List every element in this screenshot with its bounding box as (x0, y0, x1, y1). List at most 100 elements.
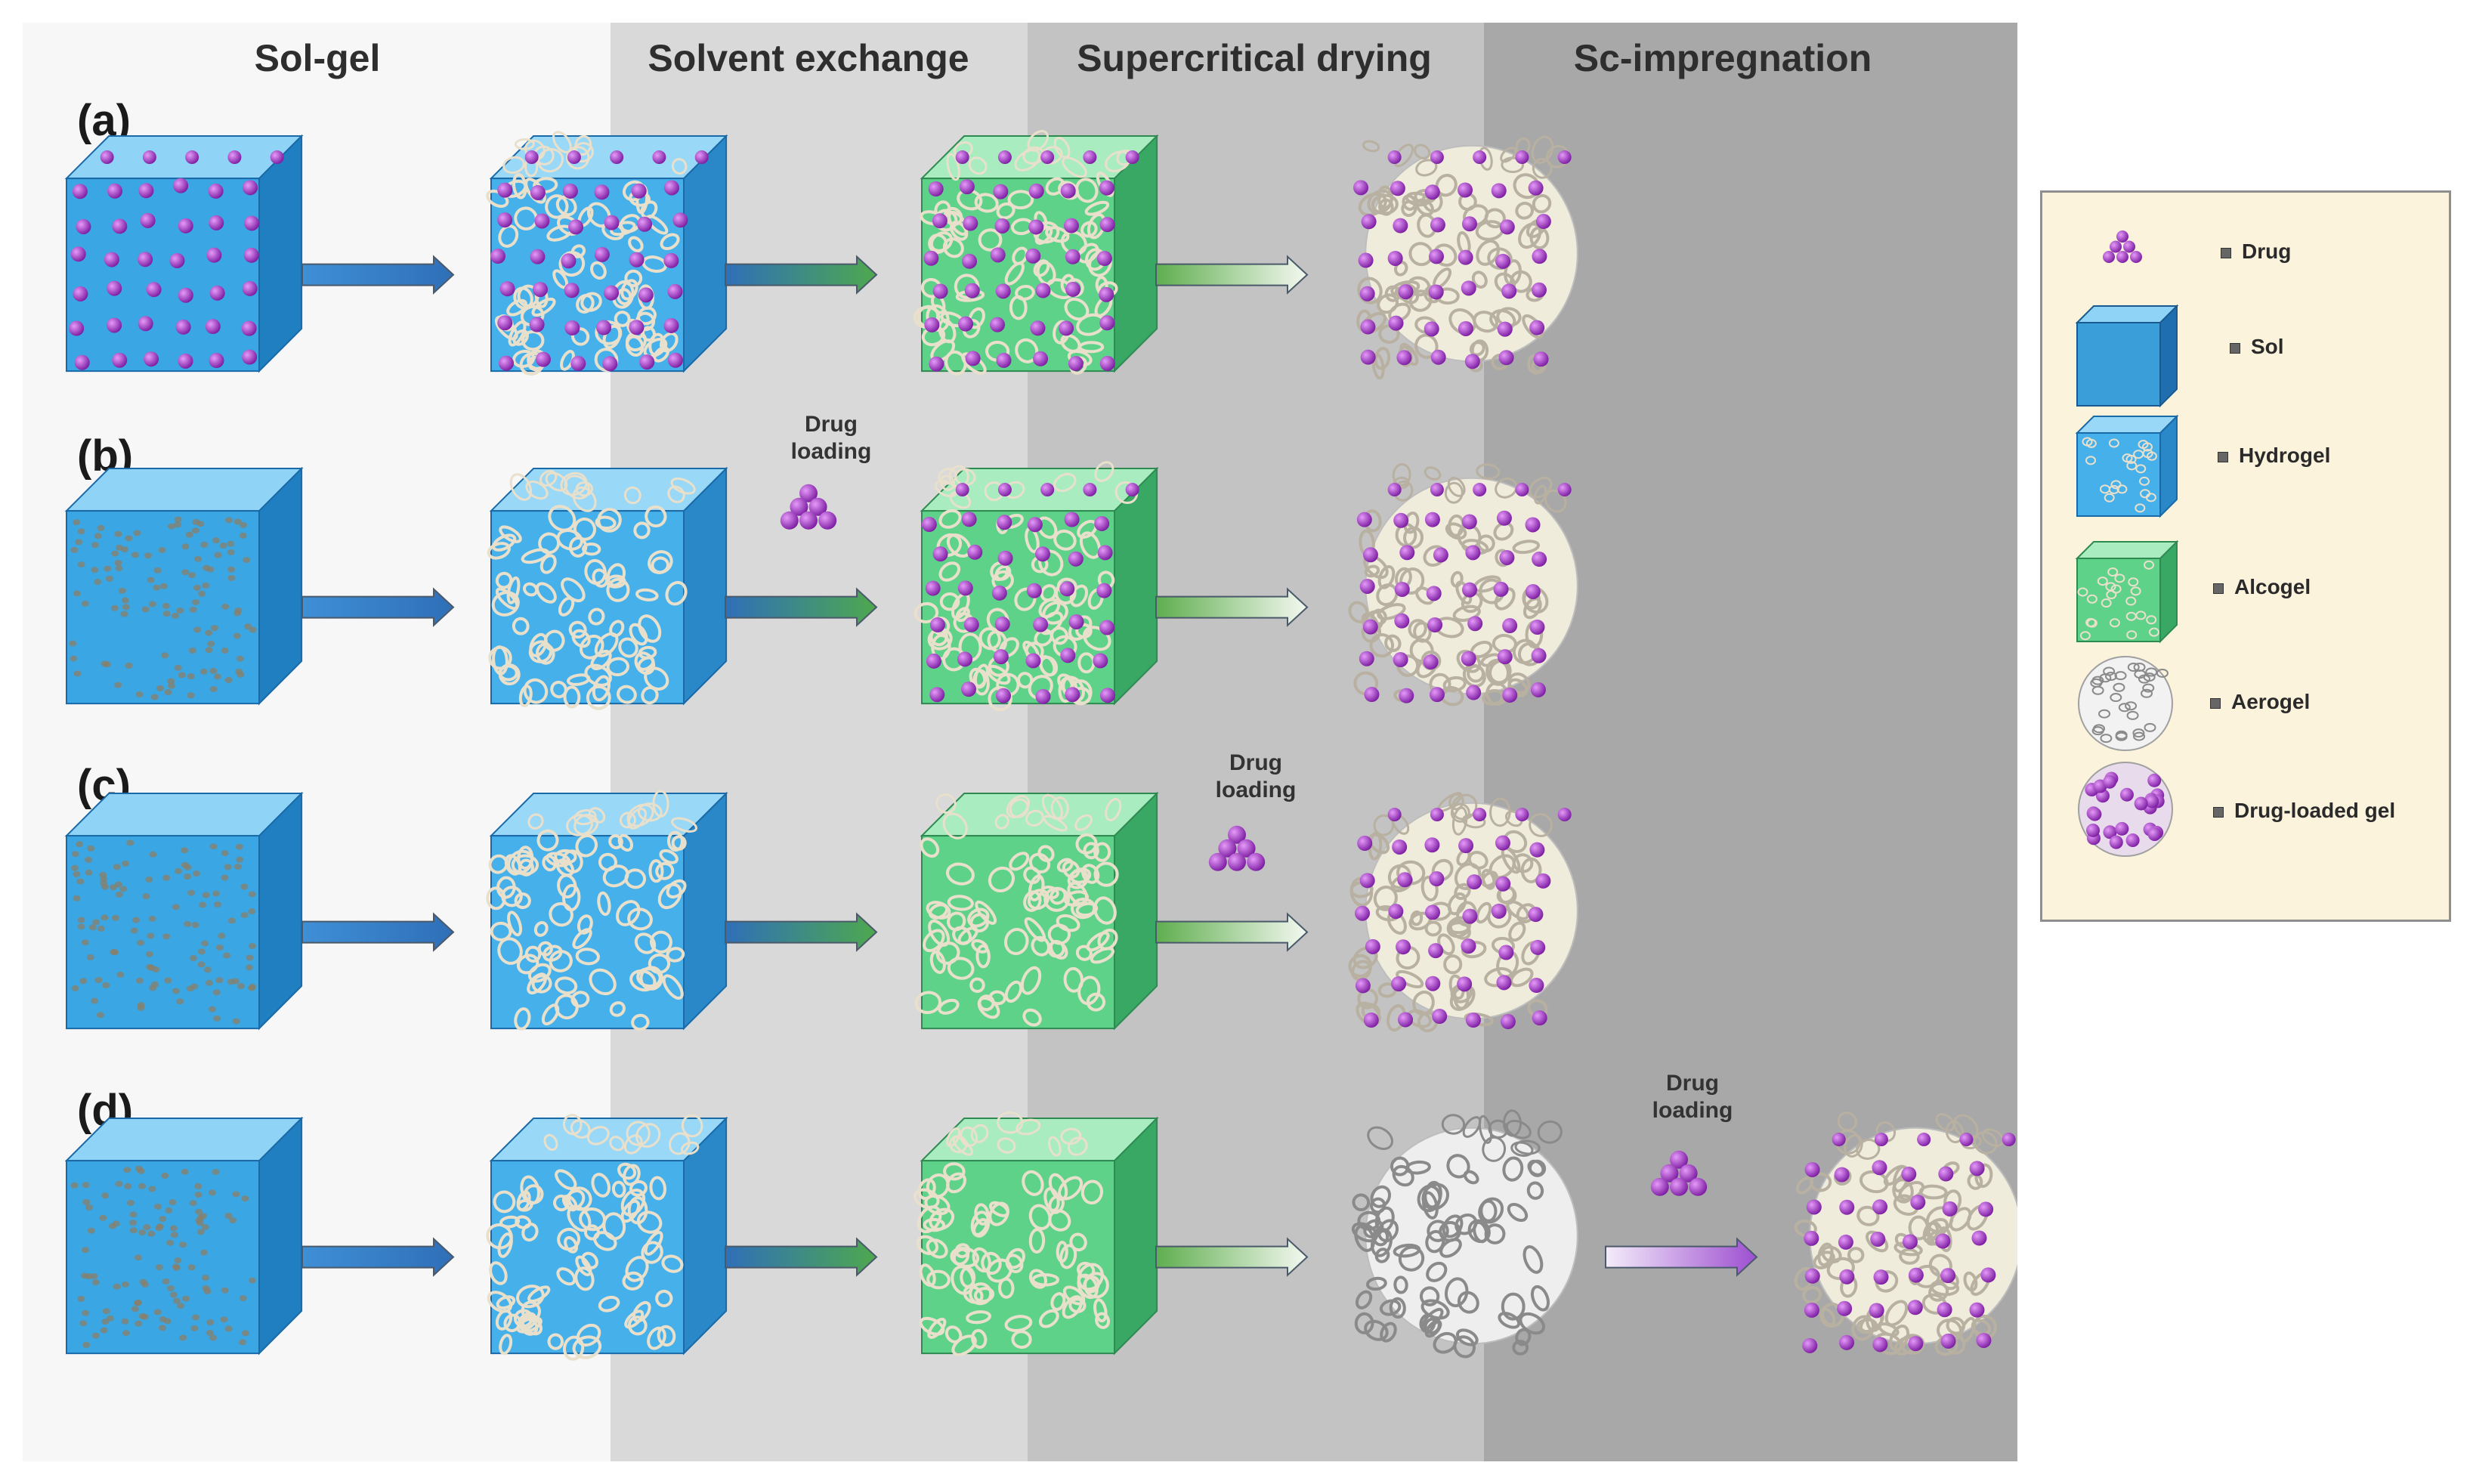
arrow-shape (725, 255, 878, 295)
network-pore (499, 1215, 521, 1229)
drug-particle (1099, 180, 1114, 196)
drug-particle (1496, 510, 1512, 526)
network-pore (1093, 896, 1117, 925)
pore-dot (121, 1281, 129, 1288)
network-pore (968, 156, 988, 175)
drug-particle (694, 150, 709, 165)
drug-particle (1065, 281, 1080, 297)
network-pore (1011, 1330, 1032, 1350)
pore-dot (248, 985, 256, 991)
pore-dot (138, 1229, 147, 1236)
network-pore (938, 509, 962, 529)
arrow-shape (1155, 1237, 1309, 1277)
network-pore (628, 236, 644, 252)
hydrogel-cube (486, 1114, 728, 1361)
drug-particle (963, 617, 979, 632)
network-pore (598, 852, 617, 872)
pore-dot (205, 629, 213, 636)
drug-particle (1387, 150, 1402, 165)
network-pore (2086, 594, 2097, 604)
network-pore (972, 669, 990, 696)
drug-particle (1457, 976, 1473, 992)
pore-dot (116, 971, 125, 978)
drug-particle (1670, 1150, 1688, 1169)
drug-particle (535, 351, 551, 367)
drug-particle (1525, 583, 1541, 599)
network-pore (666, 879, 687, 899)
pore-dot (240, 521, 248, 528)
network-pore (1414, 333, 1439, 359)
network-pore (1105, 797, 1122, 821)
network-pore (556, 529, 583, 551)
supercritical-drying-arrow (1155, 587, 1309, 627)
network-pore (495, 587, 519, 611)
network-pore (1537, 1120, 1563, 1144)
drug-particle (1060, 648, 1076, 663)
network-pore (1028, 1228, 1046, 1254)
network-pore (670, 477, 696, 495)
drug-particle (1094, 515, 1110, 531)
network-pore (1856, 1205, 1880, 1226)
drug-particle (926, 653, 941, 669)
network-pore (978, 627, 1001, 651)
pore-dot (182, 1295, 190, 1302)
drug-particle (1529, 978, 1544, 994)
network-pore (929, 950, 946, 974)
network-pore (950, 1247, 980, 1268)
supercritical-drying-arrow (1155, 255, 1309, 295)
network-pore (2115, 731, 2128, 741)
network-pore (514, 206, 538, 230)
network-pore (943, 206, 963, 226)
drug-particle (1365, 938, 1380, 954)
network-pore (1813, 1251, 1835, 1269)
network-pore (537, 941, 553, 957)
network-pore (2100, 484, 2111, 494)
network-pore (648, 859, 664, 883)
drug-particle (1493, 581, 1509, 597)
sol-to-hydrogel-arrow (301, 1237, 455, 1277)
pore-dot (187, 692, 195, 699)
pore-dot (71, 985, 79, 991)
drug-particle (1099, 688, 1115, 703)
pore-dot (161, 1172, 169, 1179)
pore-dot (156, 1264, 164, 1271)
drug-particle (964, 283, 980, 298)
pore-dot (132, 917, 141, 923)
pore-dot (149, 851, 157, 858)
pore-dot (73, 590, 81, 597)
drug-particle (2103, 825, 2117, 839)
pore-dot (192, 598, 200, 605)
network-pore (512, 617, 530, 635)
drug-particle (957, 580, 973, 596)
network-pore (1424, 466, 1442, 481)
pore-dot (240, 883, 249, 890)
drug-particle (1387, 483, 1402, 497)
pore-dot (116, 544, 124, 551)
network-pore (1454, 883, 1471, 901)
pore-dot (188, 572, 196, 579)
cube-top (2075, 416, 2179, 434)
hydrogel-cube-with-drug (486, 131, 728, 376)
drug-loading-line1: Drug (805, 412, 858, 437)
network-pore (2142, 683, 2155, 693)
network-pore (2093, 724, 2106, 734)
network-pore (586, 685, 611, 710)
drug-particle (490, 249, 506, 264)
pore-dot (143, 1224, 151, 1231)
drug-particle (1397, 872, 1413, 888)
sol-to-hydrogel-arrow (301, 912, 455, 952)
network-pore (635, 1123, 661, 1148)
drug-particle (1358, 252, 1374, 268)
network-pore (1056, 914, 1080, 932)
drug-particle (1872, 1160, 1887, 1176)
pore-dot (133, 530, 141, 536)
drug-particle (1458, 182, 1473, 198)
drug-particle (1425, 975, 1441, 991)
network-pore (1512, 1340, 1529, 1356)
network-pore (929, 231, 954, 252)
pore-dot (87, 1227, 95, 1234)
pore-dot (126, 839, 134, 846)
network-pore (1053, 472, 1077, 493)
network-pore (1443, 954, 1463, 975)
network-pore (2110, 584, 2122, 594)
